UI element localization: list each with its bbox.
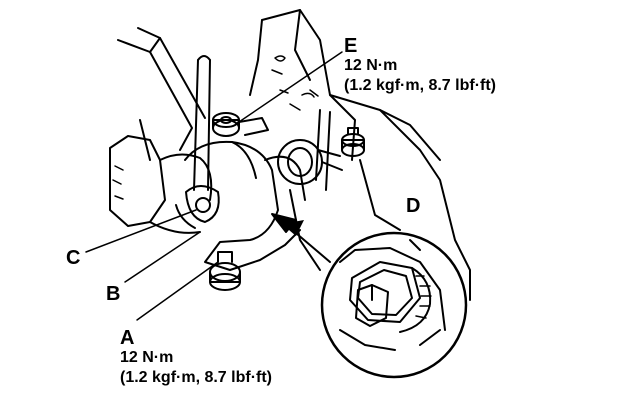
callout-D-letter: D [406,195,421,217]
actuator-body [109,135,213,234]
callout-E-torque-alt: (1.2 kgf·m, 8.7 lbf·ft) [344,77,497,94]
callout-B-letter: B [106,283,121,305]
bolt-A [209,251,241,291]
callout-A-torque-alt: (1.2 kgf·m, 8.7 lbf·ft) [120,369,273,386]
leader-E [235,51,343,125]
callout-A-letter: A [120,327,135,349]
leader-lines [85,51,343,321]
special-tool [175,55,220,229]
callout-A-torque: 12 N·m [120,349,174,366]
leader-A [136,261,219,321]
leader-C [85,209,197,253]
callout-C-letter: C [66,247,81,269]
detail-view-D [320,231,468,379]
leader-B [124,231,201,283]
engine-block [249,9,471,301]
callout-E-letter: E [344,35,358,57]
view-arrow [271,213,331,263]
bracket-arm [117,27,206,161]
callout-E-torque: 12 N·m [344,57,398,74]
bolt-E [212,112,269,137]
main-housing [184,139,343,271]
